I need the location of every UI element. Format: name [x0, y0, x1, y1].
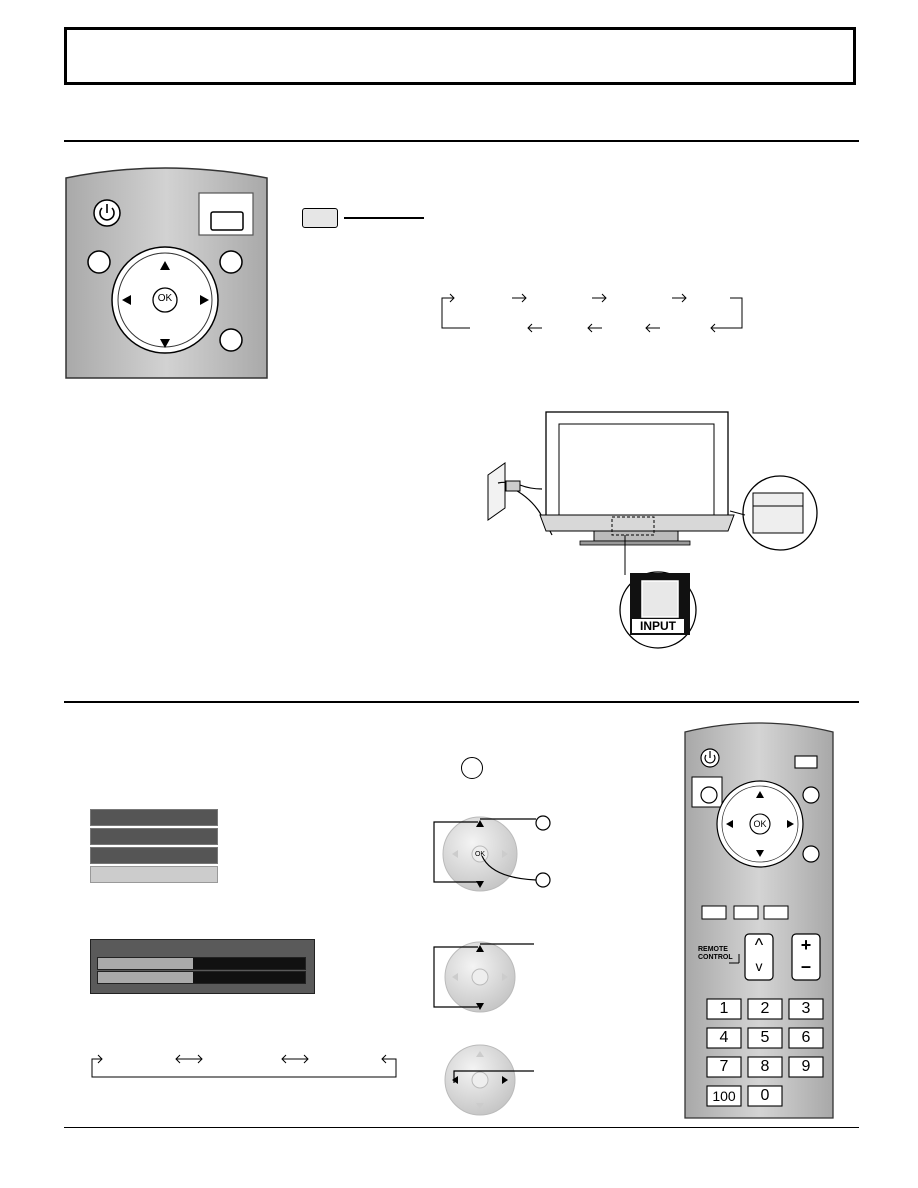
tv-illustration	[487, 411, 818, 649]
number-key-9: 9	[801, 1058, 811, 1075]
remote-ok-label: OK	[157, 293, 173, 304]
volume-up-button: +	[800, 935, 812, 955]
remote-control-label: REMOTE CONTROL	[698, 946, 733, 961]
dpad-leftright	[444, 1044, 534, 1116]
menu-screen	[90, 809, 218, 885]
adjust-slider	[97, 957, 306, 970]
dpad-updown-adjust	[433, 941, 534, 1013]
number-key-6: 6	[801, 1029, 811, 1046]
channel-down-button: v	[755, 958, 763, 974]
number-key-4: 4	[719, 1029, 729, 1046]
option-cycle-diagram	[91, 1054, 397, 1078]
power-icon	[99, 204, 115, 221]
section-divider-top	[64, 140, 859, 142]
channel-up-button: ^	[754, 935, 764, 955]
input-button-icon	[302, 208, 338, 228]
number-key-100: 100	[712, 1088, 736, 1104]
number-key-7: 7	[719, 1058, 729, 1075]
volume-down-button: –	[800, 956, 811, 976]
dpad-updown-select	[433, 815, 551, 892]
input-cycle-diagram	[441, 293, 743, 333]
adjustment-screen	[90, 939, 315, 994]
page-title-box	[64, 27, 856, 85]
adjust-slider	[97, 971, 306, 984]
tv-input-label: INPUT	[640, 619, 676, 633]
number-key-8: 8	[760, 1058, 770, 1075]
number-key-0: 0	[760, 1087, 770, 1104]
remote-right-ok-label: OK	[753, 819, 767, 829]
section-divider-middle	[64, 701, 859, 703]
menu-item	[90, 847, 218, 864]
number-key-5: 5	[760, 1029, 770, 1046]
menu-item-selected	[90, 866, 218, 883]
menu-button-icon	[461, 757, 483, 779]
number-key-2: 2	[760, 1000, 770, 1017]
menu-item	[90, 828, 218, 845]
callout-line	[344, 217, 424, 219]
number-key-3: 3	[801, 1000, 811, 1017]
remote-closeup-illustration	[65, 167, 268, 379]
number-key-1: 1	[719, 1000, 729, 1017]
remote-full-illustration	[684, 722, 834, 1119]
section-divider-bottom	[64, 1127, 859, 1128]
menu-item	[90, 809, 218, 826]
dpad-ok-label: OK	[474, 851, 486, 858]
